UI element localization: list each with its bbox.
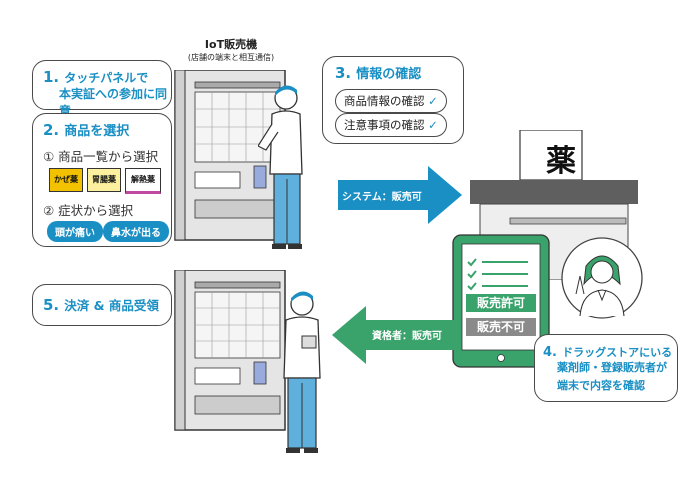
step2-number: 2. <box>43 121 60 139</box>
step2-option1: ① 商品一覧から選択 <box>43 149 159 164</box>
step2-option2: ② 症状から選択 <box>43 203 134 218</box>
step1-bubble: 1. タッチパネルで 本実証への参加に同意 <box>32 60 172 118</box>
step2-bubble: 2. 商品を選択 ① 商品一覧から選択 かぜ薬 胃腸薬 解熱薬 ② 症状から選択… <box>32 113 172 247</box>
product-label-kaze: かぜ薬 <box>54 175 78 184</box>
product-label-genetsu: 解熱薬 <box>131 175 155 184</box>
symptom-runny-nose[interactable]: 鼻水が出る <box>103 221 169 242</box>
step4-line1: ドラッグストアにいる <box>562 346 673 359</box>
machine-title: IoT販売機 <box>204 38 258 51</box>
tablet-reject-button[interactable]: 販売不可 <box>466 318 536 336</box>
checkmark-icon: ✓ <box>428 118 438 132</box>
machine-caption: IoT販売機 (店舗の端末と相互通信) <box>176 36 286 63</box>
step4-bubble: 4. ドラッグストアにいる 薬剤師・登録販売者が 端末で内容を確認 <box>534 334 678 402</box>
check-product-info-label: 商品情報の確認 <box>344 94 425 108</box>
check-precautions-label: 注意事項の確認 <box>344 118 425 132</box>
step1-line1: タッチパネルで <box>64 71 149 85</box>
step4-line2: 薬剤師・登録販売者が <box>557 361 667 374</box>
tablet-approve-button[interactable]: 販売許可 <box>466 294 536 312</box>
arrow-system-right <box>338 166 462 224</box>
arrow-pharmacist-left <box>332 306 456 364</box>
arrow-pharmacist-label: 資格者：販売可 <box>372 331 442 342</box>
product-tile-kaze[interactable]: かぜ薬 <box>49 168 83 192</box>
step3-number: 3. <box>335 64 352 82</box>
product-label-ichou: 胃腸薬 <box>92 175 116 184</box>
vending-machine-top <box>174 70 286 241</box>
machine-subtitle: (店舗の端末と相互通信) <box>187 53 275 62</box>
step4-number: 4. <box>543 345 557 360</box>
product-tile-genetsu[interactable]: 解熱薬 <box>125 168 161 194</box>
step2-title: 商品を選択 <box>64 124 130 139</box>
step5-number: 5. <box>43 296 60 314</box>
customer-figure-bottom <box>283 291 321 453</box>
step4-line3: 端末で内容を確認 <box>557 379 645 392</box>
vending-machine-bottom <box>174 270 286 431</box>
step1-number: 1. <box>43 68 60 86</box>
check-product-info: 商品情報の確認 ✓ <box>335 89 447 113</box>
step5-title: 決済 & 商品受領 <box>64 298 159 313</box>
step3-title: 情報の確認 <box>356 67 422 82</box>
arrow-system-label: システム：販売可 <box>342 192 422 203</box>
symptom-headache[interactable]: 頭が痛い <box>47 221 103 242</box>
drugstore-sign: 薬 <box>546 144 576 179</box>
step3-bubble: 3. 情報の確認 商品情報の確認 ✓ 注意事項の確認 ✓ <box>322 56 464 144</box>
checkmark-icon: ✓ <box>428 94 438 108</box>
reject-label: 販売不可 <box>476 320 525 334</box>
check-precautions: 注意事項の確認 ✓ <box>335 113 447 137</box>
customer-figure-top <box>258 85 303 249</box>
step5-bubble: 5. 決済 & 商品受領 <box>32 284 172 326</box>
pharmacist-avatar <box>561 237 643 319</box>
product-tile-ichou[interactable]: 胃腸薬 <box>87 168 121 192</box>
approve-label: 販売許可 <box>476 296 525 310</box>
